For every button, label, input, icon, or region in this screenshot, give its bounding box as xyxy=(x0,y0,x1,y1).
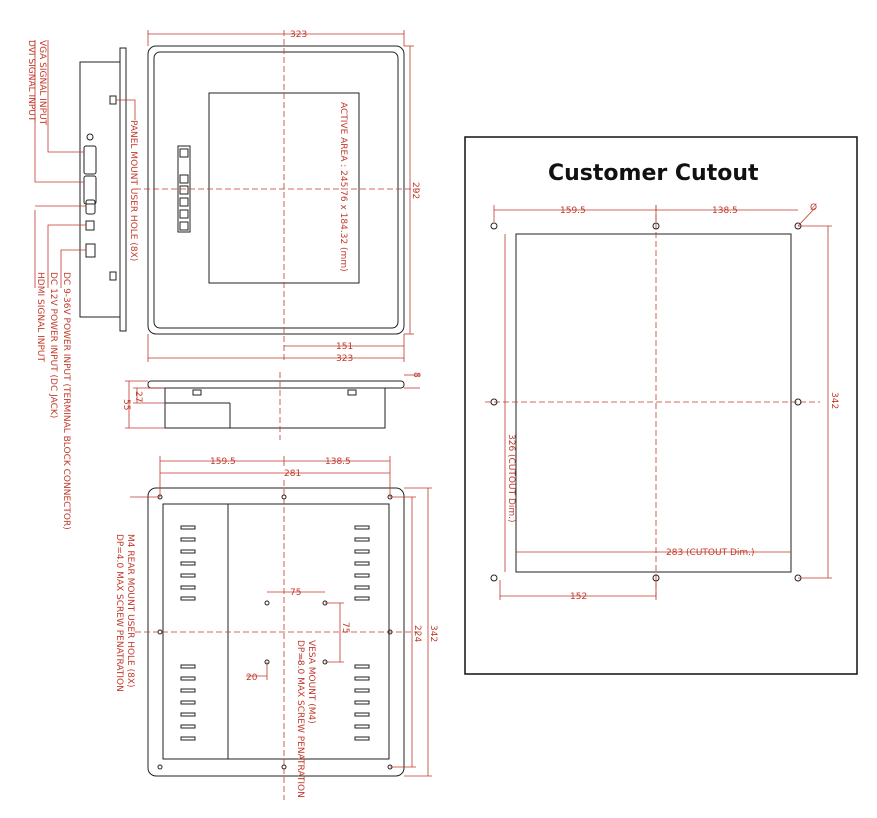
rear-view xyxy=(130,456,432,800)
dim-cutout-342: 342 xyxy=(829,392,839,409)
label-panel-mount: PANEL MOUNT USER HOLE (8X) xyxy=(128,120,138,261)
label-dc-9-36: DC 9-36V POWER INPUT (TERMINAL BLOCK CON… xyxy=(61,272,71,530)
dim-rear-75-h: 75 xyxy=(290,588,301,598)
dim-rear-342: 342 xyxy=(428,625,438,642)
label-hdmi: HDMI SIGNAL INPUT xyxy=(35,272,45,362)
dim-cutout-159: 159.5 xyxy=(560,206,586,216)
front-view xyxy=(135,30,420,362)
dim-front-width-top: 323 xyxy=(290,30,307,40)
dim-cutout-138: 138.5 xyxy=(712,206,738,216)
dim-rear-20: 20 xyxy=(246,673,258,683)
label-rear-hole-1: M4 REAR MOUNT USER HOLE (8X) xyxy=(125,534,135,688)
cutout-title: Customer Cutout xyxy=(548,161,759,186)
dim-side-55: 55 xyxy=(121,399,131,410)
dim-rear-224: 224 xyxy=(412,625,422,642)
active-area-label: ACTIVE AREA : 245.76 x 184.32 (mm) xyxy=(338,102,348,272)
dim-323-bottom: 323 xyxy=(336,354,353,364)
dim-side-8: 8 xyxy=(411,372,421,378)
label-dc-12: DC 12V POWER INPUT (DC JACK) xyxy=(48,272,58,418)
dim-rear-281: 281 xyxy=(284,469,301,479)
label-dvi: DVI SIGNAL INPUT xyxy=(26,40,36,122)
connector-side-view xyxy=(34,40,136,332)
side-view xyxy=(125,372,420,440)
customer-cutout-panel xyxy=(464,136,858,675)
dim-151: 151 xyxy=(336,342,353,352)
dim-side-27: 27 xyxy=(133,391,143,402)
label-vesa-2: DP=8.0 MAX SCREW PENATRATION xyxy=(295,640,305,798)
label-rear-hole-2: DP=4.0 MAX SCREW PENATRATION xyxy=(114,534,124,692)
dim-cutout-326: 326 (CUTOUT Dim.) xyxy=(506,434,516,523)
dim-cutout-152: 152 xyxy=(570,592,587,602)
dim-front-height: 292 xyxy=(410,182,420,199)
dim-rear-75-v: 75 xyxy=(340,622,350,633)
dim-cutout-phi: Ø xyxy=(810,202,817,213)
dim-rear-138: 138.5 xyxy=(325,457,351,467)
label-vga: VGA SIGNAL INPUT xyxy=(37,40,47,126)
dim-rear-159: 159.5 xyxy=(210,457,236,467)
dim-cutout-283: 283 (CUTOUT Dim.) xyxy=(666,548,755,558)
label-vesa-1: VESA MOUNT (M4) xyxy=(306,640,316,724)
